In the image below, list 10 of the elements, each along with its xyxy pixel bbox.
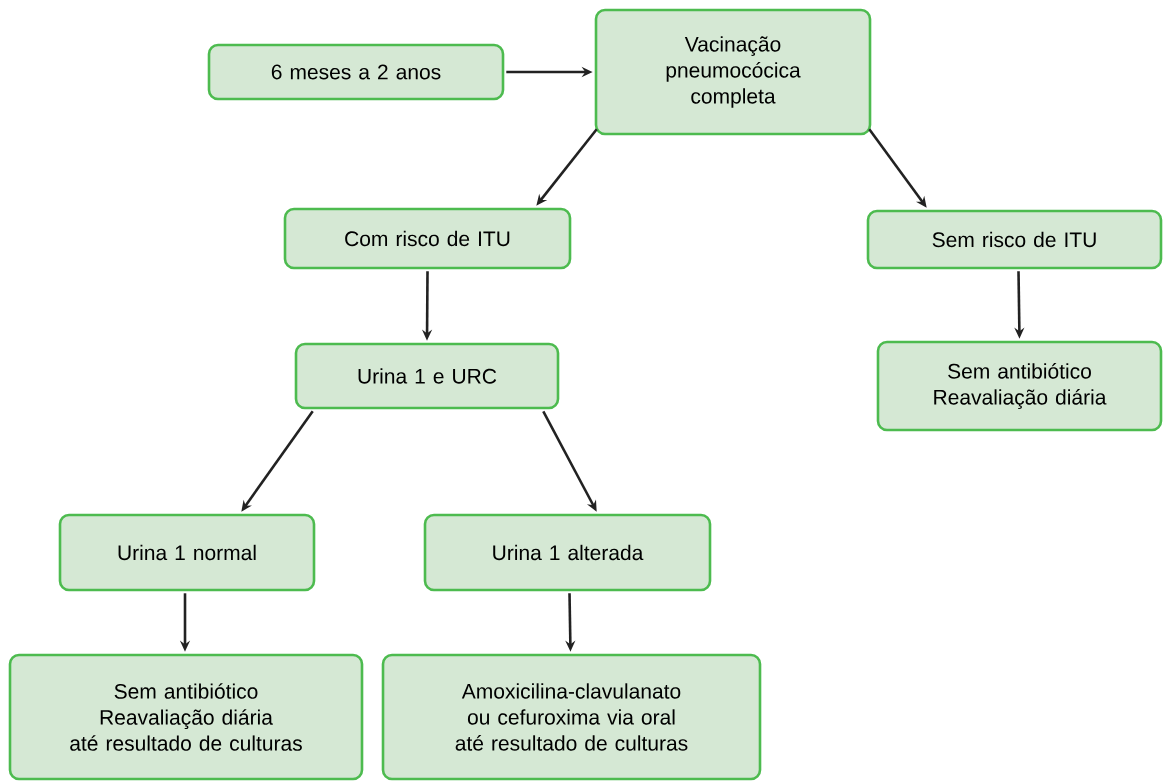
process-box: Sem antibiótico Reavaliação diária até resultado de culturas (8, 653, 364, 781)
process-box: Sem risco de ITU (866, 209, 1163, 270)
process-box: Sem antibiótico Reavaliação diária (876, 340, 1163, 432)
process-box: Vacinação pneumocócica completa (594, 8, 872, 136)
process-box: Urina 1 e URC (294, 342, 560, 410)
process-box: Urina 1 normal (58, 513, 316, 592)
process-box: 6 meses a 2 anos (207, 43, 505, 101)
process-box: Com risco de ITU (283, 207, 572, 270)
process-box: Amoxicilina-clavulanato ou cefuroxima via oral até resultado de culturas (381, 653, 762, 781)
process-box: Urina 1 alterada (423, 513, 712, 592)
